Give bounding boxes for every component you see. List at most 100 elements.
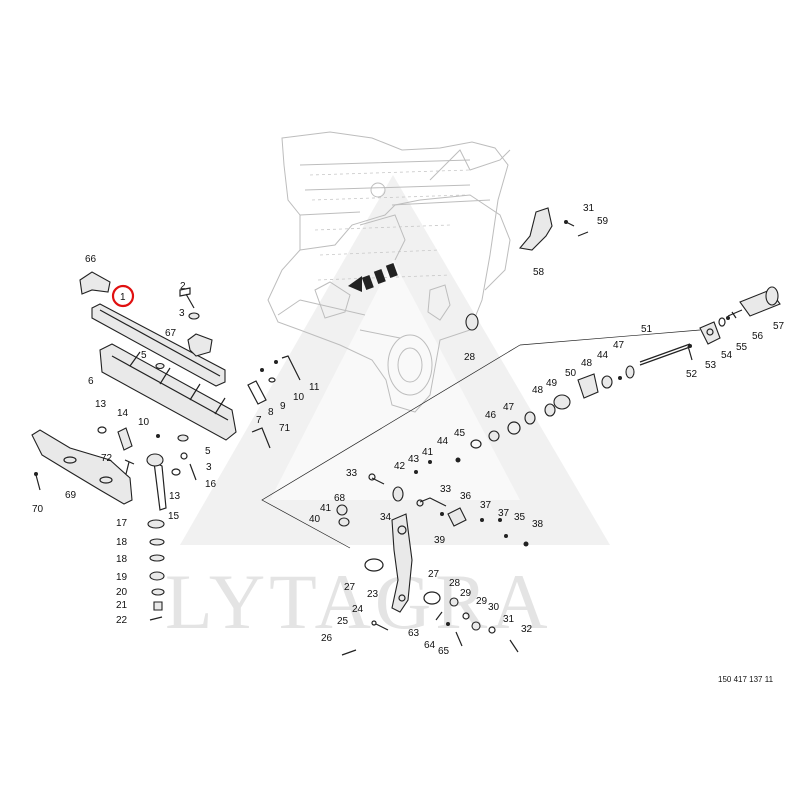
- callout-28: 28: [464, 352, 476, 363]
- callout-5b: 5: [205, 446, 211, 457]
- callout-34: 34: [380, 512, 392, 523]
- part-70-screw: [35, 474, 41, 491]
- callout-24: 24: [352, 604, 364, 615]
- callout-55: 55: [736, 342, 748, 353]
- part-23-lever: [391, 513, 413, 613]
- callout-48b: 48: [532, 385, 544, 396]
- right-lower-assembly: [336, 460, 529, 656]
- callout-32: 32: [521, 624, 533, 635]
- document-number: 150 417 137 11: [718, 675, 774, 684]
- callout-63: 63: [408, 628, 420, 639]
- part-69-cover: [31, 429, 133, 505]
- callout-14: 14: [117, 408, 129, 419]
- callout-66: 66: [85, 254, 97, 265]
- callout-9: 9: [280, 401, 286, 412]
- callout-38: 38: [532, 519, 544, 530]
- callout-29: 29: [460, 588, 472, 599]
- part-50-housing: [577, 373, 599, 399]
- callout-33b: 33: [440, 484, 452, 495]
- callout-64: 64: [424, 640, 436, 651]
- callout-35: 35: [514, 512, 526, 523]
- callout-52: 52: [686, 369, 698, 380]
- callout-27: 27: [344, 582, 356, 593]
- callout-44: 44: [597, 350, 609, 361]
- callout-51: 51: [641, 324, 653, 335]
- callout-2: 2: [180, 281, 186, 292]
- callout-47b: 47: [503, 402, 515, 413]
- callout-41: 41: [422, 447, 434, 458]
- highlight-circle: [111, 284, 135, 308]
- leader-lines: [261, 329, 701, 549]
- callout-69: 69: [65, 490, 77, 501]
- callout-31b: 31: [503, 614, 515, 625]
- callout-17: 17: [116, 518, 128, 529]
- watermark: LYTAGRA: [165, 175, 610, 645]
- callout-28b: 28: [449, 578, 461, 589]
- callout-72: 72: [101, 453, 113, 464]
- part-3-washer: [188, 312, 200, 320]
- part-51-shaft: [639, 343, 691, 366]
- part-58-bracket: [518, 207, 553, 251]
- part-24-link: [375, 623, 389, 631]
- callout-11: 11: [309, 382, 320, 393]
- callout-46: 46: [485, 410, 497, 421]
- part-21-nut: [153, 601, 163, 611]
- callout-10: 10: [138, 417, 150, 428]
- callout-10b: 10: [293, 392, 305, 403]
- callout-68: 68: [334, 493, 346, 504]
- callout-70: 70: [32, 504, 44, 515]
- part-14-sleeve: [117, 427, 133, 451]
- callout-29b: 29: [476, 596, 488, 607]
- callout-57: 57: [773, 321, 785, 332]
- callout-labels: 66 1 2 3 67 5 6 13 14 10 72 70 69 5 3 16…: [32, 203, 785, 657]
- callout-44b: 44: [437, 436, 449, 447]
- callout-41b: 41: [320, 503, 332, 514]
- part-13-ring: [97, 426, 107, 434]
- part-18b-washer: [149, 554, 165, 562]
- callout-18b: 18: [116, 554, 128, 565]
- watermark-triangle-inner: [270, 260, 520, 500]
- part-17-washer: [147, 519, 165, 529]
- part-36-block: [447, 507, 467, 527]
- callout-25: 25: [337, 616, 349, 627]
- callout-49: 49: [546, 378, 558, 389]
- callout-59: 59: [597, 216, 609, 227]
- callout-3: 3: [179, 308, 185, 319]
- callout-56: 56: [752, 331, 764, 342]
- callout-33: 33: [346, 468, 358, 479]
- callout-15: 15: [168, 511, 180, 522]
- callout-18: 18: [116, 537, 128, 548]
- part-26-bolt: [341, 649, 357, 656]
- callout-37: 37: [480, 500, 492, 511]
- callout-20: 20: [116, 587, 128, 598]
- callout-5: 5: [141, 350, 147, 361]
- part-67-bracket: [187, 333, 213, 357]
- callout-8: 8: [268, 407, 274, 418]
- callout-26: 26: [321, 633, 333, 644]
- callout-42: 42: [394, 461, 406, 472]
- callout-13: 13: [95, 399, 107, 410]
- callout-45: 45: [454, 428, 466, 439]
- callout-71: 71: [279, 423, 291, 434]
- callout-23: 23: [367, 589, 379, 600]
- callout-6: 6: [88, 376, 94, 387]
- callout-48: 48: [581, 358, 593, 369]
- callout-37b: 37: [498, 508, 510, 519]
- part-2-bolt: [179, 287, 195, 309]
- callout-43: 43: [408, 454, 420, 465]
- part-18-washer: [149, 538, 165, 546]
- callout-39: 39: [434, 535, 446, 546]
- callout-21: 21: [116, 600, 128, 611]
- callout-16: 16: [205, 479, 217, 490]
- direction-arrow-icon: [348, 263, 398, 292]
- callout-54: 54: [721, 350, 733, 361]
- callout-7: 7: [256, 415, 262, 426]
- callout-3b: 3: [206, 462, 212, 473]
- callout-27b: 27: [428, 569, 440, 580]
- callout-30: 30: [488, 602, 500, 613]
- callout-53: 53: [705, 360, 717, 371]
- callout-67: 67: [165, 328, 177, 339]
- part-20-washer: [151, 588, 165, 596]
- callout-40: 40: [309, 514, 321, 525]
